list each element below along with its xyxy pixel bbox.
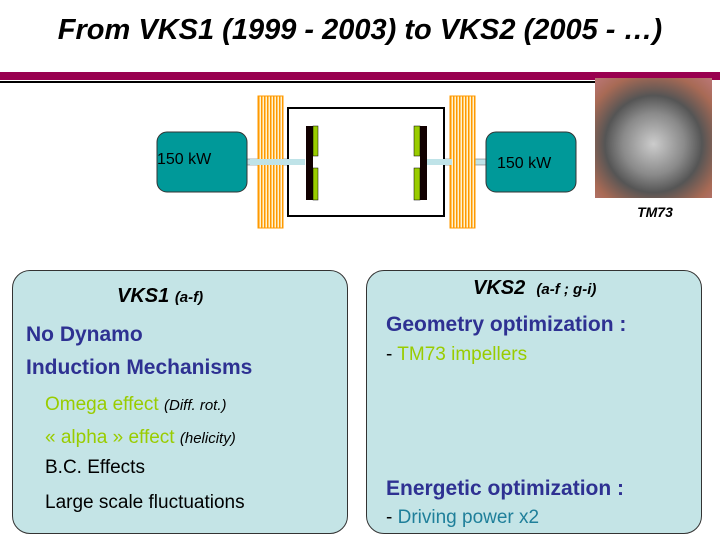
no-dynamo: No Dynamo — [26, 323, 143, 346]
energetic-heading: Energetic optimization : — [386, 477, 625, 500]
photo-caption: TM73 — [637, 204, 673, 220]
motor-left — [156, 131, 248, 193]
vks2-refs: (a-f ; g-i) — [536, 281, 597, 298]
tm73-impeller-photo — [595, 78, 712, 198]
impeller-left-blade — [312, 167, 319, 201]
impeller-right-blade — [413, 167, 421, 201]
list-item: « alpha » effect (helicity) — [45, 427, 236, 448]
impeller-left-blade — [312, 125, 319, 157]
shaft-inner-right — [427, 159, 452, 165]
motor-right-label: 150 kW — [497, 155, 552, 172]
impeller-left-disk — [306, 126, 313, 200]
divider-line — [0, 81, 600, 83]
geometry-heading: Geometry optimization : — [386, 313, 627, 336]
vks1-heading: VKS1 (a-f) — [117, 285, 203, 308]
vks-setup-diagram — [156, 95, 577, 229]
coil-right — [449, 95, 476, 229]
impeller-right-disk — [420, 126, 427, 200]
vks2-title: VKS2 — [473, 277, 526, 299]
induction-mechanisms: Induction Mechanisms — [26, 356, 253, 379]
list-item: - TM73 impellers — [386, 344, 528, 365]
list-item: - Driving power x2 — [386, 507, 540, 528]
vks1-refs: (a-f) — [174, 289, 204, 306]
vks2-heading: VKS2 (a-f ; g-i) — [473, 277, 596, 300]
list-item: B.C. Effects — [45, 457, 145, 478]
vks2-panel: VKS2 (a-f ; g-i) Geometry optimization :… — [366, 270, 702, 534]
slide-title: From VKS1 (1999 - 2003) to VKS2 (2005 - … — [57, 14, 663, 46]
accent-bar — [0, 72, 720, 80]
vks1-panel: VKS1 (a-f) No Dynamo Induction Mechanism… — [12, 270, 348, 534]
list-item: Large scale fluctuations — [45, 492, 245, 513]
motor-left-label: 150 kW — [157, 151, 212, 168]
list-item: Omega effect (Diff. rot.) — [45, 394, 227, 415]
motor-right — [485, 131, 577, 193]
vks1-title: VKS1 — [117, 285, 170, 307]
shaft-inner-left — [250, 159, 305, 165]
impeller-right-blade — [413, 125, 421, 157]
